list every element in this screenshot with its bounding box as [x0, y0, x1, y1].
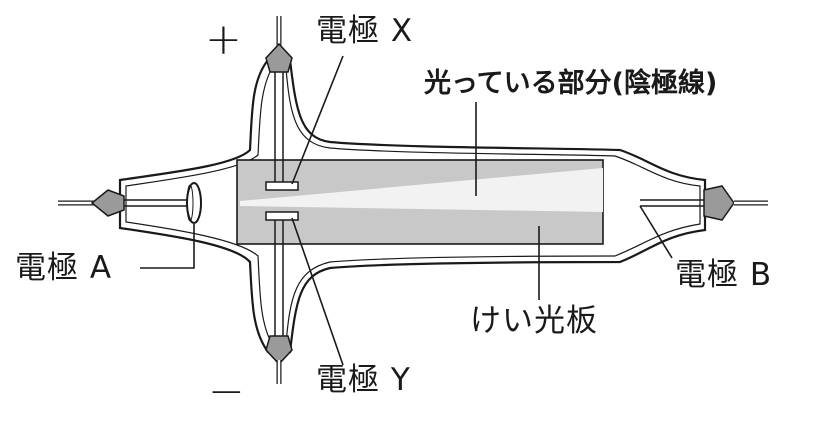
electrode-y-plate — [265, 211, 299, 221]
electrode-a-disc-rim — [186, 184, 194, 222]
leader-electrode-b — [639, 205, 673, 259]
electrode-a-label: 電極 A — [15, 250, 113, 286]
electrode-a-disc — [186, 182, 202, 224]
electrode-b-label: 電極 B — [675, 257, 773, 293]
leader-electrode-y — [291, 217, 344, 366]
electrode-y-label: 電極 Y — [316, 362, 411, 398]
leader-electrode-a — [140, 224, 195, 269]
electrode-x-label: 電極 X — [316, 13, 414, 49]
cathode-ray-label: 光っている部分(陰極線) — [424, 68, 718, 99]
cathode-ray-beam — [240, 168, 603, 212]
electrode-x-tip — [265, 42, 293, 73]
plus-sign-label: + — [205, 14, 242, 65]
electrode-b-tip — [703, 185, 735, 221]
minus-sign-label: − — [208, 366, 245, 417]
electrode-a-tip — [90, 189, 125, 217]
fluorescent-plate-label: けい光板 — [470, 303, 598, 339]
glass-tube-inner-outline — [125, 67, 701, 345]
electrode-x-plate — [265, 181, 299, 191]
leader-electrode-x — [291, 55, 344, 185]
electrode-y-tip — [265, 335, 293, 366]
